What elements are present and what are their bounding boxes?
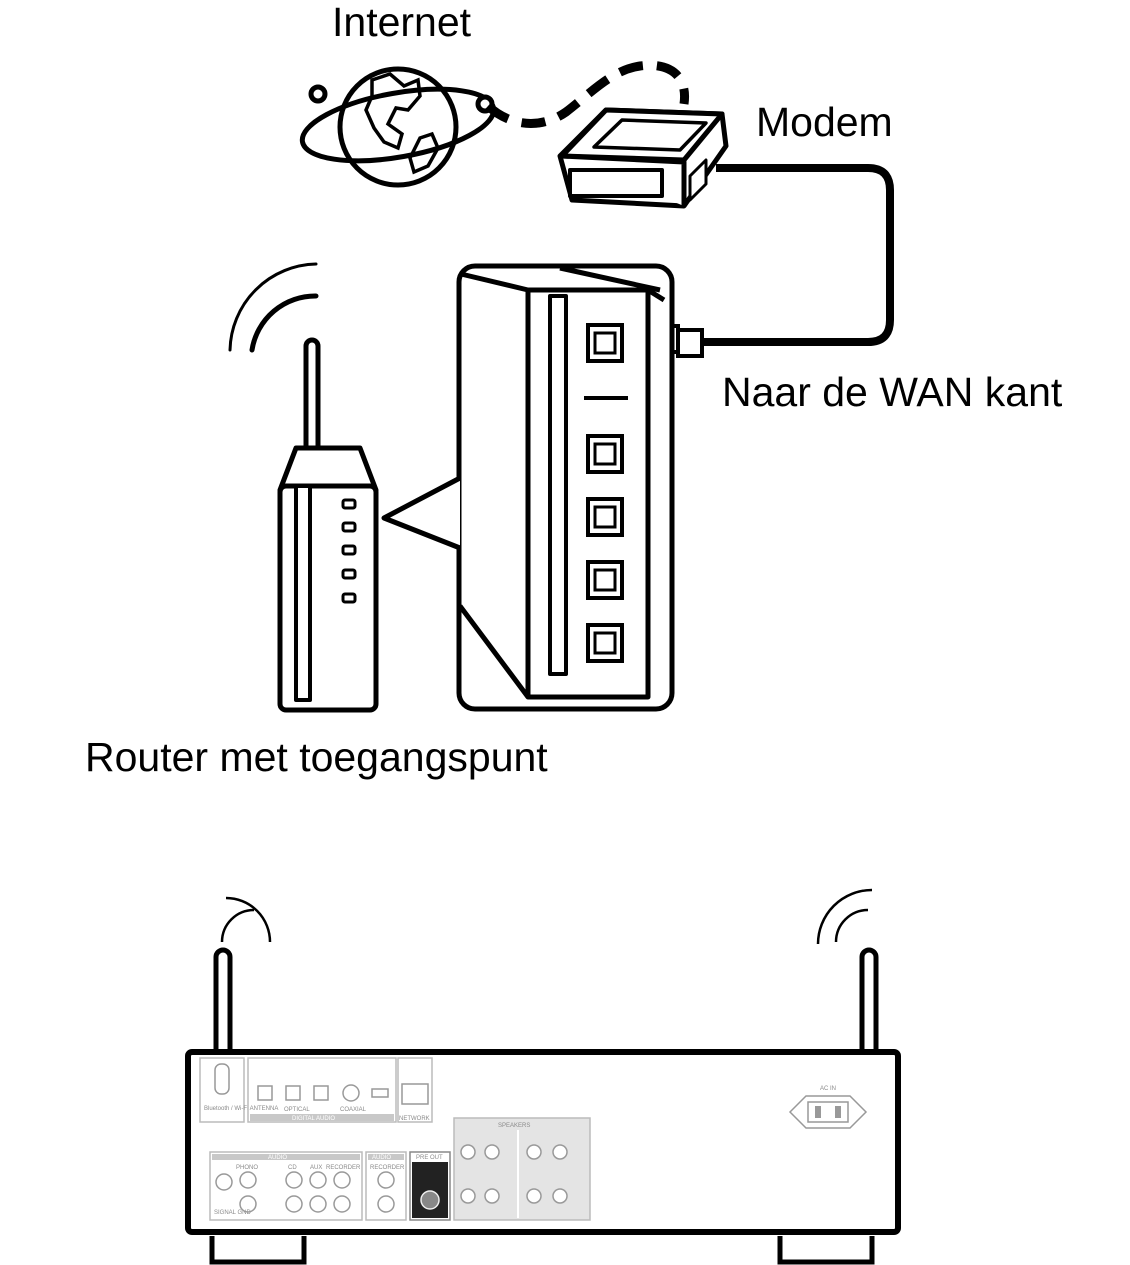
phono-label: PHONO bbox=[236, 1165, 258, 1171]
modem-label: Modem bbox=[756, 99, 893, 145]
lan-port-4 bbox=[586, 623, 624, 663]
recorder-out-label: RECORDER bbox=[370, 1165, 405, 1171]
lan-port-1 bbox=[586, 434, 624, 474]
globe-icon bbox=[299, 66, 497, 188]
network-port-label: NETWORK bbox=[399, 1116, 430, 1122]
pre-out-label: PRE OUT bbox=[416, 1155, 443, 1161]
lan-port-2 bbox=[586, 497, 624, 537]
audio-out-label: AUDIO bbox=[372, 1155, 391, 1161]
right-antenna-wifi-icon bbox=[816, 888, 873, 945]
router-device bbox=[277, 337, 379, 713]
signal-gnd-label: SIGNAL GND bbox=[214, 1210, 251, 1216]
lan-port-3 bbox=[586, 560, 624, 600]
router-port-panel bbox=[381, 263, 675, 712]
internet-connection-line bbox=[484, 60, 690, 128]
ethernet-ports bbox=[586, 323, 624, 663]
wan-label: Naar de WAN kant bbox=[722, 369, 1063, 415]
left-antenna-wifi-icon bbox=[220, 896, 272, 943]
coaxial-label: COAXIAL bbox=[340, 1107, 367, 1113]
wan-port bbox=[586, 323, 624, 363]
antenna-port-label: Bluetooth / Wi-Fi ANTENNA bbox=[204, 1106, 278, 1112]
wan-cable bbox=[704, 164, 894, 346]
receiver-rear-panel: Bluetooth / Wi-Fi ANTENNA OPTICAL COAXIA… bbox=[185, 1049, 901, 1265]
internet-label: Internet bbox=[332, 0, 472, 45]
optical-label: OPTICAL bbox=[284, 1107, 310, 1113]
aux-label: AUX bbox=[310, 1165, 322, 1171]
cd-label: CD bbox=[288, 1165, 297, 1171]
wifi-signal-icon bbox=[228, 262, 319, 353]
speakers-label: SPEAKERS bbox=[498, 1123, 530, 1129]
recorder-label: RECORDER bbox=[326, 1165, 361, 1171]
ac-in-label: AC IN bbox=[820, 1086, 836, 1092]
router-label: Router met toegangspunt bbox=[85, 734, 548, 780]
modem-device bbox=[557, 107, 729, 209]
digital-audio-label: DIGITAL AUDIO bbox=[292, 1116, 335, 1122]
audio-in-label: AUDIO bbox=[268, 1155, 287, 1161]
